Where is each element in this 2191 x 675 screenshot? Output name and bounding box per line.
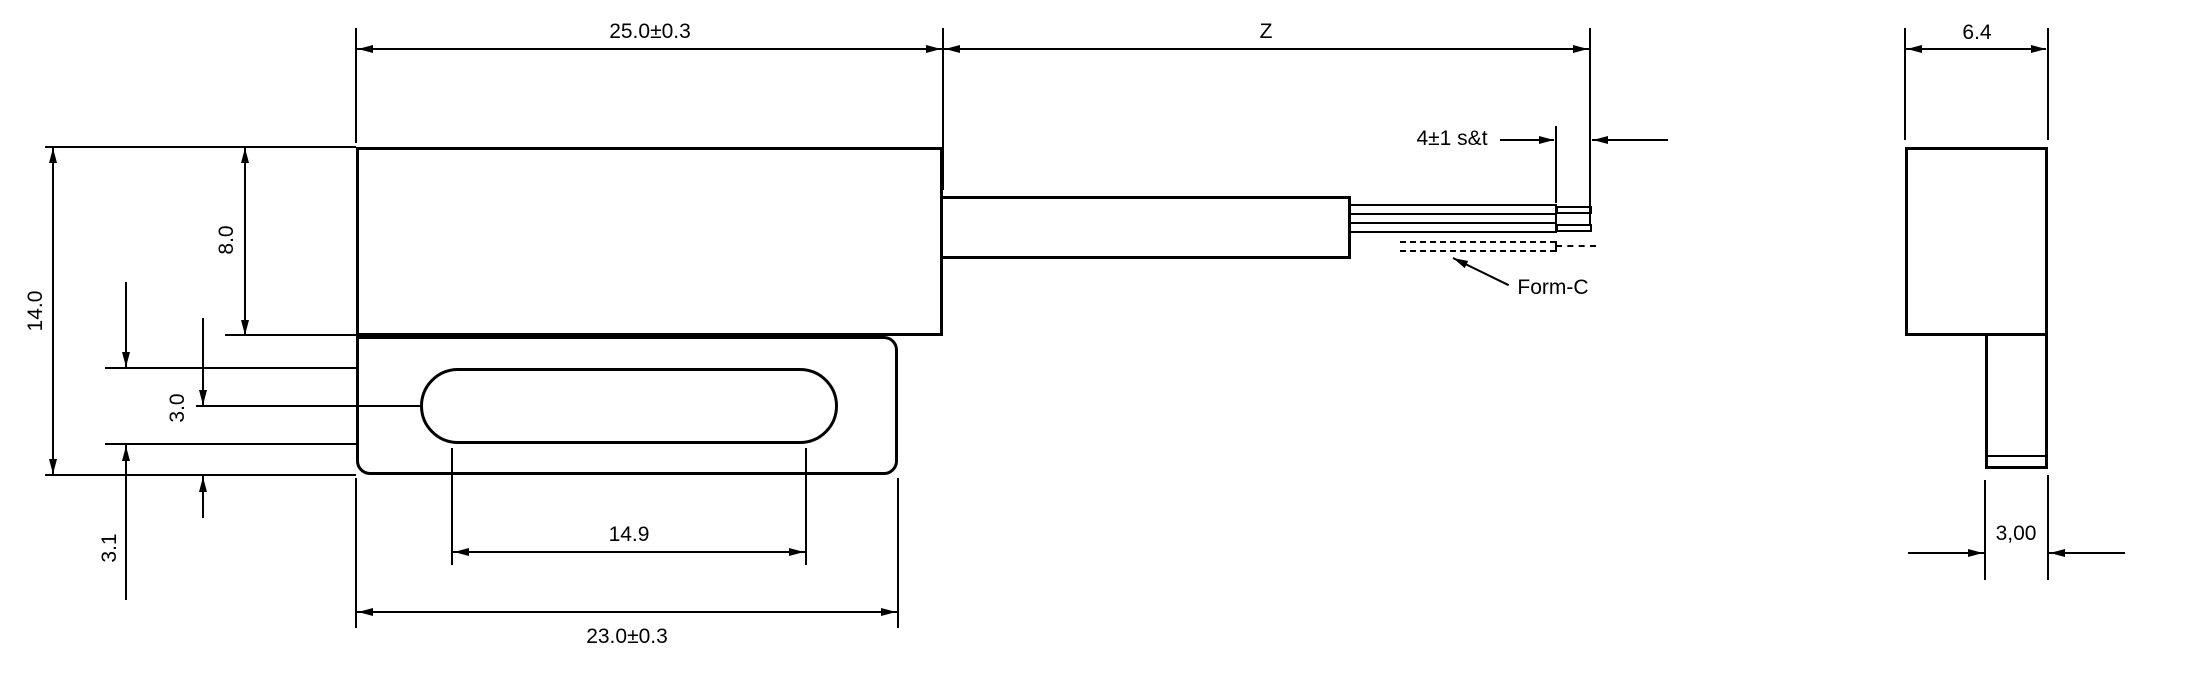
side-view-stem-outline — [1985, 336, 2048, 469]
arrowhead — [122, 446, 130, 461]
dimension-line — [1592, 139, 1668, 141]
dashed-wire-line — [1400, 250, 1556, 252]
extension-line — [105, 443, 356, 445]
arrowhead — [1593, 136, 1608, 144]
dimension-line — [202, 476, 204, 518]
arrowhead — [2050, 549, 2065, 557]
dimension-line — [1908, 552, 1984, 554]
dimension-line — [202, 318, 204, 406]
dim-text-strip-tin: 4±1 s&t — [1414, 127, 1490, 151]
extension-line — [2047, 475, 2049, 580]
side-view-body-outline — [1905, 147, 2048, 336]
arrowhead — [945, 45, 960, 53]
bare-wire-tip — [1556, 224, 1592, 232]
bare-wire-tip — [1556, 206, 1592, 214]
dimension-line — [357, 611, 897, 613]
dimension-line — [1906, 48, 2046, 50]
extension-line — [196, 405, 422, 407]
extension-line — [1904, 28, 1906, 140]
arrowhead — [49, 459, 57, 474]
arrowhead — [358, 45, 373, 53]
wire-line — [1351, 231, 1556, 233]
dim-text-body-width: 25.0±0.3 — [607, 20, 693, 44]
dashed-wire-line — [1400, 241, 1556, 243]
cable-outline — [943, 196, 1351, 259]
wire-line — [1351, 213, 1556, 215]
dimension-line — [1500, 139, 1554, 141]
side-view-stem-foot-line — [1988, 455, 2045, 457]
dimension-line — [52, 148, 54, 474]
arrowhead — [2031, 45, 2046, 53]
arrowhead — [122, 352, 130, 367]
dim-text-slot-offset: 3.0 — [166, 391, 190, 425]
dimension-line — [125, 445, 127, 600]
mounting-slot — [420, 368, 838, 444]
arrowhead — [1907, 45, 1922, 53]
dim-text-base-width: 23.0±0.3 — [584, 625, 670, 649]
dim-text-body-height: 8.0 — [215, 223, 239, 257]
arrowhead — [241, 320, 249, 335]
dimension-line — [2049, 552, 2125, 554]
wiring-label: Form-C — [1515, 276, 1591, 300]
dim-text-cable-length: Z — [1257, 20, 1275, 44]
extension-line — [1984, 480, 1986, 580]
extension-line — [355, 28, 357, 143]
arrowhead — [926, 45, 941, 53]
extension-line — [942, 28, 944, 190]
extension-line — [897, 478, 899, 628]
sensor-body-outline — [356, 147, 943, 336]
arrowhead — [358, 608, 373, 616]
arrowhead — [789, 548, 804, 556]
extension-line — [451, 448, 453, 565]
arrowhead — [241, 148, 249, 163]
arrowhead — [49, 148, 57, 163]
arrowhead — [1539, 136, 1554, 144]
arrowhead — [881, 608, 896, 616]
extension-line — [1555, 126, 1557, 203]
arrowhead — [454, 548, 469, 556]
dimension-line — [244, 148, 246, 335]
wire-insulation-end — [1555, 204, 1557, 233]
dimension-line — [453, 551, 805, 553]
extension-line — [105, 367, 356, 369]
extension-line — [805, 448, 807, 565]
dim-text-total-height: 14.0 — [24, 288, 48, 334]
extension-line — [1589, 28, 1591, 224]
extension-line — [225, 334, 356, 336]
dim-text-slot-length: 14.9 — [606, 523, 652, 547]
form-c-leader-arrowhead — [1451, 254, 1469, 269]
arrowhead — [199, 477, 207, 492]
extension-line — [45, 146, 356, 148]
dimension-line — [944, 48, 1589, 50]
wire-line — [1351, 204, 1556, 206]
extension-line — [355, 478, 357, 628]
dimension-line — [125, 282, 127, 368]
extension-line — [45, 474, 356, 476]
wire-line — [1351, 222, 1556, 224]
arrowhead — [1573, 45, 1588, 53]
extension-line — [2047, 28, 2049, 140]
arrowhead — [1968, 549, 1983, 557]
dashed-wire-tip — [1556, 245, 1596, 247]
dim-text-side-width: 6.4 — [1960, 21, 1994, 45]
dim-text-slot-height: 3.1 — [98, 531, 122, 565]
dim-text-stem-width: 3,00 — [1993, 522, 2039, 546]
dimension-line — [357, 48, 942, 50]
arrowhead — [199, 390, 207, 405]
